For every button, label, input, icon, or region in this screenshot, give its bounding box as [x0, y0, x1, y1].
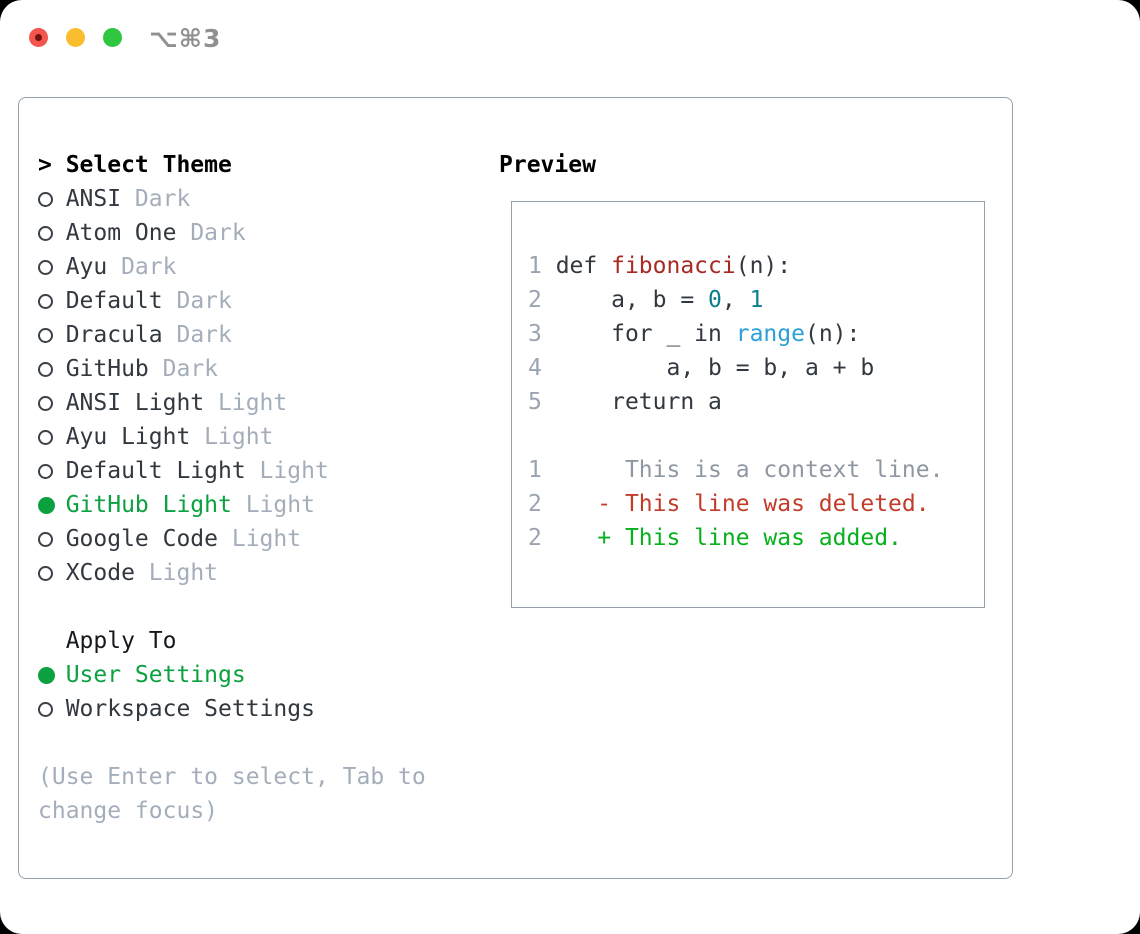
theme-item-ansi[interactable]: ANSI Dark [38, 182, 426, 216]
variant-badge: Dark [162, 288, 232, 314]
option-label: Dracula [65, 322, 163, 348]
option-label: XCode [65, 560, 135, 586]
radio-unselected-icon [38, 293, 66, 309]
code-line: 2 - This line was deleted. [528, 491, 930, 517]
window-titlebar: ⌥⌘3 [0, 0, 1140, 72]
option-label: GitHub [65, 356, 149, 382]
help-text-line-1: (Use Enter to select, Tab to [38, 764, 426, 790]
spacer [38, 590, 426, 624]
code-line: 2 a, b = 0, 1 [528, 287, 764, 313]
theme-item-xcode[interactable]: XCode Light [38, 556, 426, 590]
maximize-button[interactable] [103, 28, 122, 47]
select-theme-title: Select Theme [65, 152, 232, 178]
theme-item-ayu-light[interactable]: Ayu Light Light [38, 420, 426, 454]
help-text-line-2: change focus) [38, 798, 219, 824]
variant-badge: Light [190, 424, 274, 450]
code-line: 4 a, b = b, a + b [528, 355, 875, 381]
option-label: ANSI Light [65, 390, 205, 416]
variant-badge: Light [134, 560, 219, 586]
option-label: ANSI [65, 186, 122, 212]
code-line: 1 def fibonacci(n): [528, 253, 792, 279]
code-line: 3 for _ in range(n): [528, 321, 861, 347]
theme-item-default-light[interactable]: Default Light Light [38, 454, 426, 488]
option-label: User Settings [65, 662, 246, 688]
theme-item-github[interactable]: GitHub Dark [38, 352, 426, 386]
minimize-button[interactable] [66, 28, 85, 47]
radio-selected-icon [38, 496, 66, 514]
focus-chevron-icon: > [38, 152, 52, 178]
theme-item-google-code[interactable]: Google Code Light [38, 522, 426, 556]
close-modified-dot [35, 34, 42, 41]
radio-unselected-icon [38, 565, 66, 581]
radio-unselected-icon [38, 225, 66, 241]
variant-badge: Dark [148, 356, 219, 382]
option-label: Ayu Light [65, 424, 191, 450]
preview-code: 1 def fibonacci(n): 2 a, b = 0, 1 3 for _ … [512, 202, 984, 555]
apply-to-title: Apply To [65, 628, 177, 654]
radio-unselected-icon [38, 395, 66, 411]
option-label: Default Light [65, 458, 246, 484]
option-label: GitHub Light [65, 492, 232, 518]
option-label: Google Code [65, 526, 219, 552]
theme-item-ayu[interactable]: Ayu Dark [38, 250, 426, 284]
radio-unselected-icon [38, 327, 66, 343]
theme-item-dracula[interactable]: Dracula Dark [38, 318, 426, 352]
close-button[interactable] [29, 28, 48, 47]
radio-unselected-icon [38, 429, 66, 445]
option-label: Default [65, 288, 163, 314]
apply-to-header: Apply To [38, 624, 426, 658]
theme-item-atom-one[interactable]: Atom One Dark [38, 216, 426, 250]
variant-badge: Dark [107, 254, 177, 280]
theme-item-default[interactable]: Default Dark [38, 284, 426, 318]
preview-box: 1 def fibonacci(n): 2 a, b = 0, 1 3 for _ … [511, 201, 985, 608]
select-theme-header: > Select Theme [38, 148, 426, 182]
apply-option-user-settings[interactable]: User Settings [38, 658, 426, 692]
radio-selected-icon [38, 666, 66, 684]
code-line: 1 This is a context line. [528, 457, 944, 483]
code-line: 2 + This line was added. [528, 525, 902, 551]
spacer [38, 726, 426, 760]
radio-unselected-icon [38, 191, 66, 207]
window-shortcut-label: ⌥⌘3 [149, 24, 222, 53]
variant-badge: Light [204, 390, 288, 416]
variant-badge: Light [245, 458, 329, 484]
apply-option-workspace-settings[interactable]: Workspace Settings [38, 692, 426, 726]
radio-unselected-icon [38, 259, 66, 275]
variant-badge: Dark [121, 186, 191, 212]
blank-line [528, 419, 984, 453]
radio-unselected-icon [38, 463, 66, 479]
option-label: Atom One [65, 220, 177, 246]
variant-badge: Light [218, 526, 302, 552]
radio-unselected-icon [38, 361, 66, 377]
variant-badge: Dark [176, 220, 246, 246]
radio-unselected-icon [38, 531, 66, 547]
preview-title: Preview [499, 152, 596, 178]
variant-badge: Light [231, 492, 315, 518]
code-line: 5 return a [528, 389, 722, 415]
option-label: Ayu [65, 254, 108, 280]
radio-unselected-icon [38, 701, 66, 717]
option-label: Workspace Settings [65, 696, 315, 722]
theme-item-github-light[interactable]: GitHub Light Light [38, 488, 426, 522]
theme-item-ansi-light[interactable]: ANSI Light Light [38, 386, 426, 420]
variant-badge: Dark [162, 322, 232, 348]
